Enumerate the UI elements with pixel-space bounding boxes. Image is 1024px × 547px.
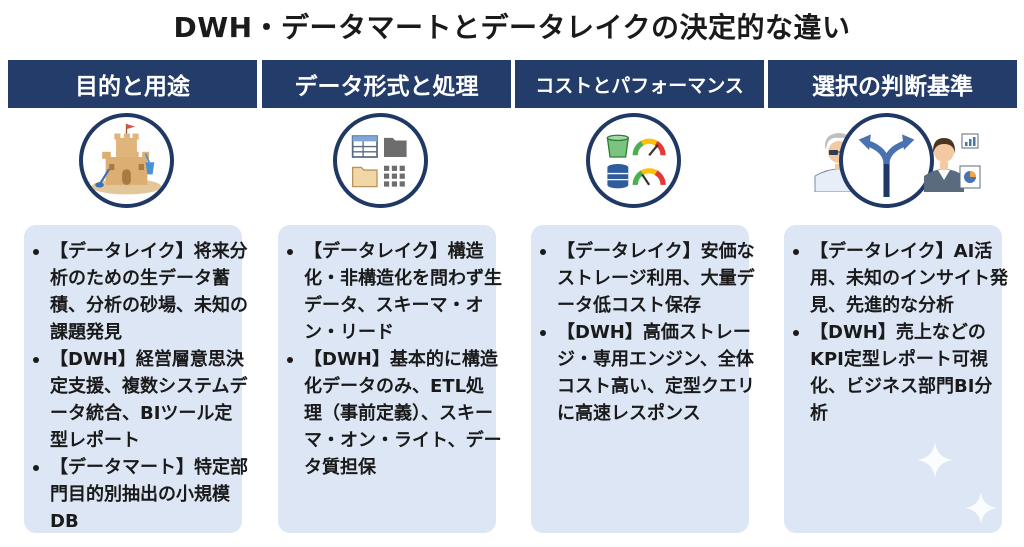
sparkle-icon (964, 491, 998, 525)
list-item: 【データレイク】将来分析のための生データ蓄積、分析の砂場、未知の課題発見 (24, 238, 248, 346)
page-title: DWH・データマートとデータレイクの決定的な違い (173, 11, 851, 44)
column-panel (784, 225, 1002, 533)
bullet-list: 【データレイク】将来分析のための生データ蓄積、分析の砂場、未知の課題発見 【DW… (24, 238, 248, 535)
list-item: 【データレイク】AI活用、未知のインサイト発見、先進的な分析 (784, 238, 1008, 319)
column-panel (278, 225, 496, 533)
list-item: 【DWH】売上などのKPI定型レポート可視化、ビジネス部門BI分析 (784, 319, 1008, 427)
column-header: 目的と用途 (8, 60, 257, 108)
list-item: 【データレイク】安価なストレージ利用、大量データ低コスト保存 (531, 238, 755, 319)
list-item: 【データマート】特定部門目的別抽出の小規模DB (24, 454, 248, 535)
column-header: 選択の判断基準 (768, 60, 1017, 108)
column-header: データ形式と処理 (262, 60, 511, 108)
bullet-list: 【データレイク】安価なストレージ利用、大量データ低コスト保存 【DWH】高価スト… (531, 238, 755, 427)
list-item: 【DWH】高価ストレージ・専用エンジン、全体コスト高い、定型クエリに高速レスポン… (531, 319, 755, 427)
analyst-icon (924, 133, 981, 192)
bullet-list: 【データレイク】AI活用、未知のインサイト発見、先進的な分析 【DWH】売上など… (784, 238, 1008, 427)
storage-performance-icon (586, 113, 681, 208)
decision-fork-icon (839, 113, 934, 208)
column-data-format: データ形式と処理 【データレイク】構造化・非構造化を問わず生データ、スキーマ・オ… (262, 60, 511, 547)
column-purpose: 目的と用途 【データレイク】将来分析のための生データ蓄積、分析の砂場、未知の課題… (8, 60, 257, 547)
bullet-list: 【データレイク】構造化・非構造化を問わず生データ、スキーマ・オン・リード 【DW… (278, 238, 502, 481)
data-formats-icon (333, 113, 428, 208)
list-item: 【データレイク】構造化・非構造化を問わず生データ、スキーマ・オン・リード (278, 238, 502, 346)
column-cost-performance: コストとパフォーマンス 【データレイク】安価なストレージ利用、大量データ低コスト… (515, 60, 764, 547)
sandcastle-icon (79, 113, 174, 208)
column-selection-criteria: 選択の判断基準 AI 【データレ (768, 60, 1017, 547)
list-item: 【DWH】経営層意思決定支援、複数システムデータ統合、BIツール定型レポート (24, 346, 248, 454)
sparkle-icon (917, 442, 953, 478)
column-panel (24, 225, 242, 533)
column-header: コストとパフォーマンス (515, 60, 764, 108)
column-panel (531, 225, 749, 533)
list-item: 【DWH】基本的に構造化データのみ、ETL処理（事前定義）、スキーマ・オン・ライ… (278, 346, 502, 481)
